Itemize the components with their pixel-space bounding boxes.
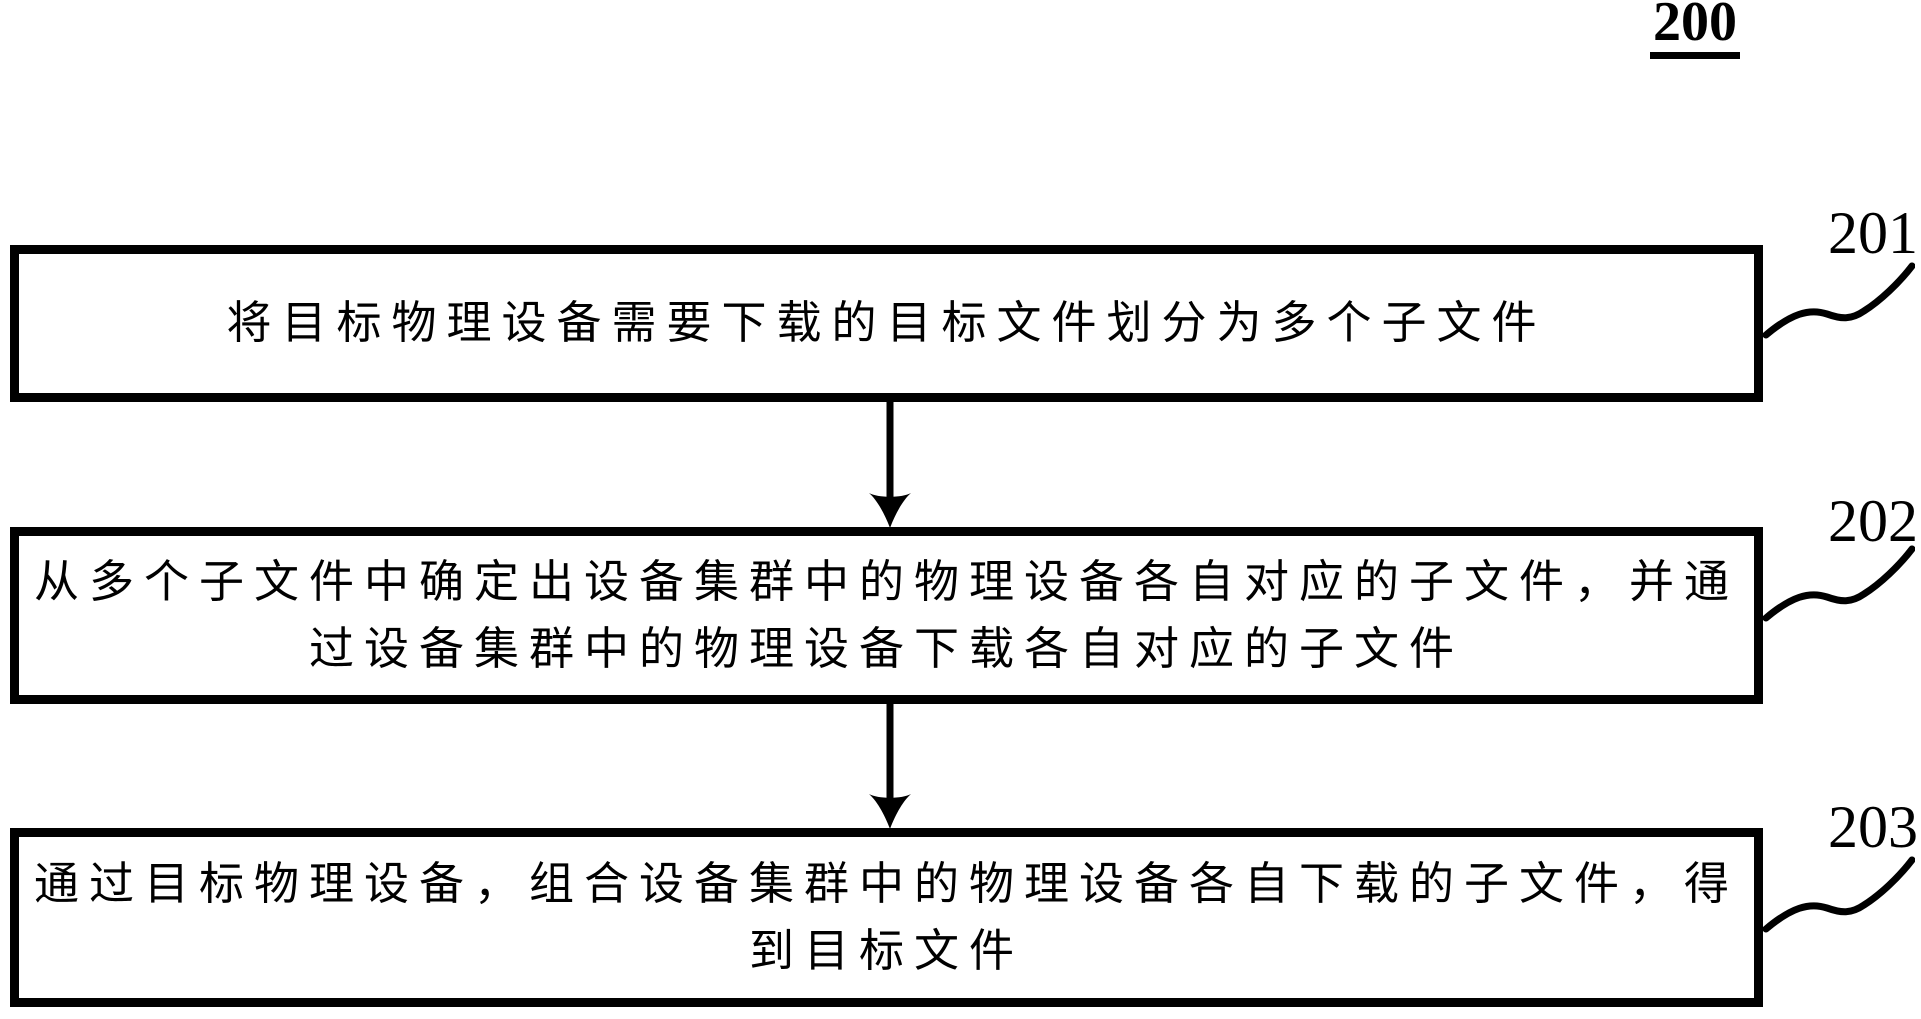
step-text-line: 将目标物理设备需要下载的目标文件划分为多个子文件 (226, 298, 1547, 348)
step-text-line: 从多个子文件中确定出设备集群中的物理设备各自对应的子文件，并通 (33, 556, 1739, 607)
figure-number-label: 200 (1650, 0, 1740, 59)
step-ref-label: 201 (1828, 200, 1918, 266)
step-ref-label: 203 (1828, 794, 1918, 860)
step-box-202: 从多个子文件中确定出设备集群中的物理设备各自对应的子文件，并通 过设备集群中的物… (10, 527, 1763, 704)
step-ref-label: 202 (1828, 488, 1918, 554)
step-box-201: 将目标物理设备需要下载的目标文件划分为多个子文件 (10, 245, 1763, 402)
step-box-203: 通过目标物理设备，组合设备集群中的物理设备各自下载的子文件，得 到目标文件 (10, 828, 1763, 1007)
ref-connector-squiggle-icon (1763, 262, 1915, 340)
ref-connector-squiggle-icon (1763, 545, 1915, 623)
flow-arrow-down-icon (868, 703, 912, 829)
ref-connector-squiggle-icon (1763, 856, 1915, 934)
step-text-line: 通过目标物理设备，组合设备集群中的物理设备各自下载的子文件，得 (33, 858, 1739, 909)
flow-arrow-down-icon (868, 401, 912, 528)
step-text-line: 过设备集群中的物理设备下载各自对应的子文件 (308, 623, 1464, 674)
figure-number-text: 200 (1650, 0, 1740, 59)
step-text-line: 到目标文件 (748, 925, 1024, 976)
